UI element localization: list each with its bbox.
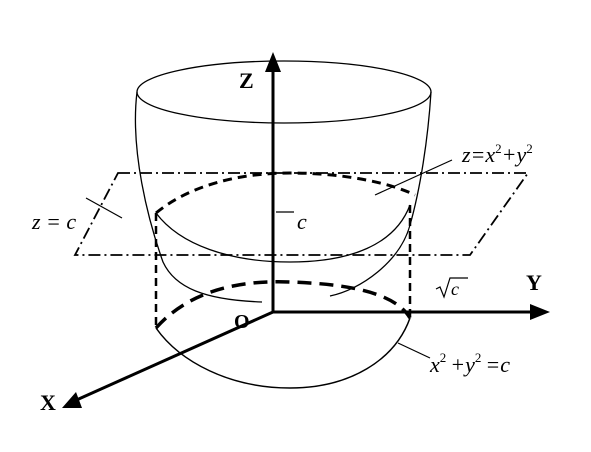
leader-lines: [85, 159, 453, 359]
paraboloid-surface: [134, 60, 432, 303]
paraboloid-left-profile: [134, 91, 263, 303]
circle-eq-exp1: 2: [440, 350, 447, 365]
y-axis-arrow: [530, 304, 550, 320]
sqrt-c-text: c: [451, 279, 459, 299]
surface-eq-mid: +y: [502, 142, 527, 167]
surface-eq-lhs: z=x: [461, 142, 495, 167]
surface-equation: z=x2+y2: [461, 141, 533, 167]
circle-leader: [397, 342, 431, 359]
circle-eq-exp2: 2: [475, 350, 482, 365]
sqrt-c-label: c: [435, 277, 468, 299]
circle-eq-x: x: [429, 352, 440, 377]
circle-eq-rhs: =c: [485, 352, 510, 377]
level-curve-front: [155, 204, 411, 263]
height-label: c: [297, 209, 307, 234]
axes: [62, 52, 550, 408]
paraboloid-rim: [136, 60, 432, 124]
paraboloid-right-profile: [329, 91, 432, 297]
origin-label: O: [234, 311, 250, 333]
z-axis-label: Z: [239, 68, 254, 93]
x-axis-arrow: [62, 392, 82, 408]
circle-eq-mid: +y: [450, 352, 475, 377]
projection-lines: [154, 205, 412, 328]
circle-equation: x2+y2=c: [429, 350, 510, 377]
surface-eq-exp1: 2: [495, 141, 502, 156]
plane-leader: [85, 197, 123, 219]
plane-label: z = c: [31, 209, 76, 234]
x-axis: [71, 310, 274, 404]
z-axis-arrow: [265, 52, 281, 72]
base-circle-front: [155, 317, 411, 389]
level-curve-back: [155, 171, 416, 215]
x-axis-label: X: [40, 390, 56, 415]
surface-leader: [374, 159, 453, 196]
radical-sign: [435, 277, 468, 299]
surface-eq-exp2: 2: [526, 141, 533, 156]
base-circle-back: [154, 280, 412, 330]
plane-z-equals-c: [73, 172, 530, 256]
y-axis-label: Y: [526, 270, 542, 295]
